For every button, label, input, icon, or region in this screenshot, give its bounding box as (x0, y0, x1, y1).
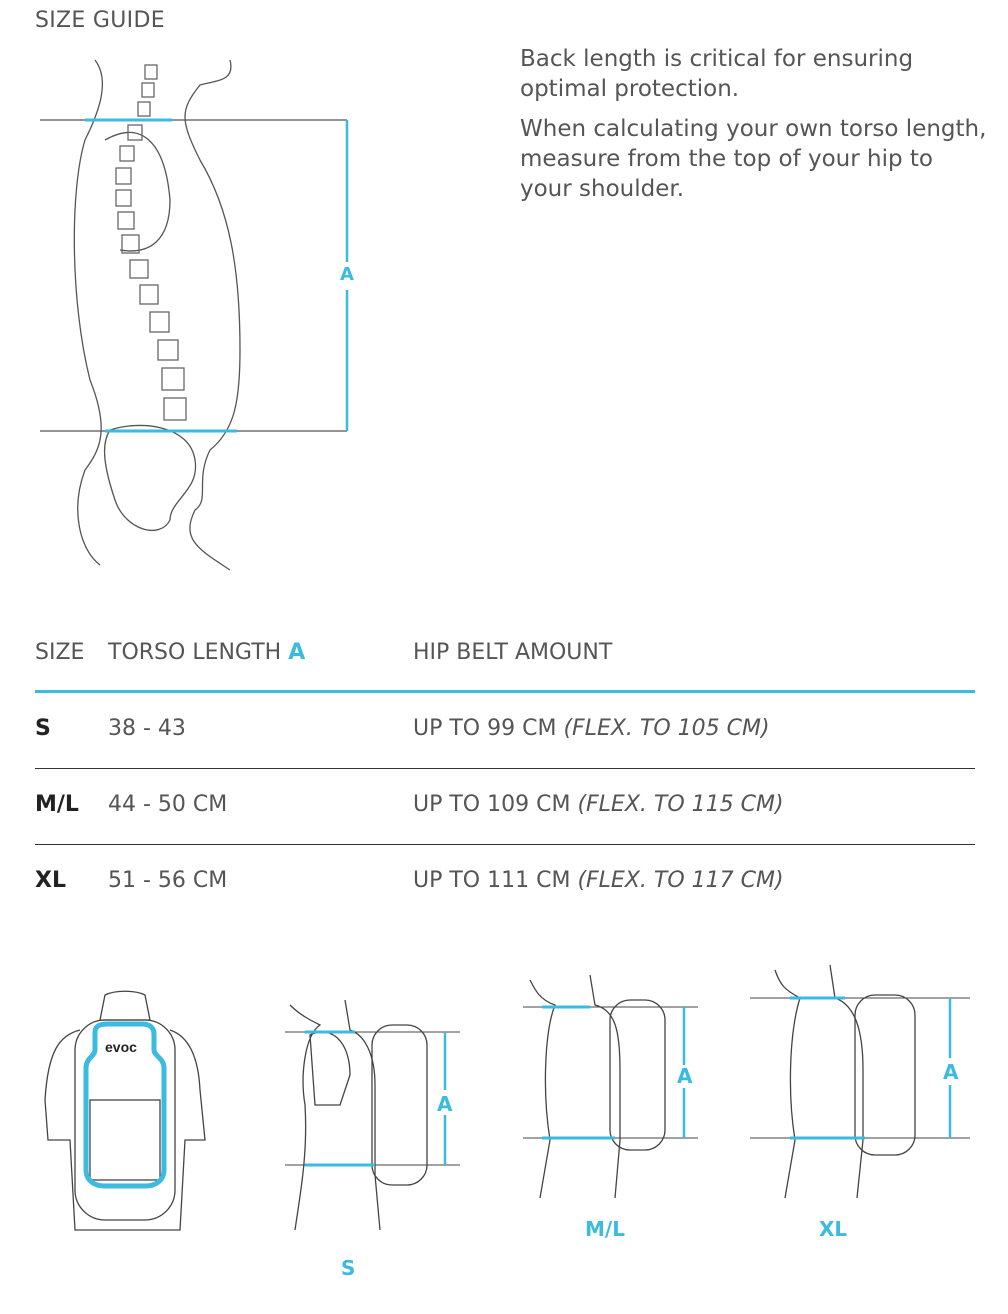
row-hip: UP TO 99 CM (FLEX. TO 105 CM) (413, 716, 770, 741)
row-divider (35, 844, 975, 845)
figure-ml-label: M/L (585, 1217, 625, 1241)
header-torso: TORSO LENGTH A (108, 640, 305, 665)
header-hip: HIP BELT AMOUNT (413, 640, 613, 665)
intro-text: Back length is critical for ensuring opt… (520, 44, 990, 214)
row-torso: 44 - 50 CM (108, 792, 228, 817)
figure-ml (523, 974, 698, 1199)
row-torso: 38 - 43 (108, 716, 186, 741)
spine-diagram (40, 59, 349, 571)
page-title: SIZE GUIDE (35, 8, 165, 33)
hip-value: UP TO 111 CM (413, 868, 571, 893)
row-size: S (35, 716, 51, 741)
row-size: XL (35, 868, 66, 893)
hip-flex: (FLEX. TO 105 CM) (563, 716, 770, 741)
figure-s-label: S (341, 1256, 356, 1280)
torso-marker: A (340, 264, 354, 285)
hip-flex: (FLEX. TO 117 CM) (577, 868, 784, 893)
figure-s (285, 999, 460, 1231)
header-torso-label: TORSO LENGTH (108, 640, 282, 665)
figure-ml-marker: A (677, 1064, 693, 1088)
header-size: SIZE (35, 640, 85, 665)
backpack-back-view: evoc (44, 990, 206, 1231)
row-torso: 51 - 56 CM (108, 868, 228, 893)
row-hip: UP TO 109 CM (FLEX. TO 115 CM) (413, 792, 784, 817)
intro-paragraph: Back length is critical for ensuring opt… (520, 46, 914, 102)
hip-value: UP TO 99 CM (413, 716, 557, 741)
figure-xl-marker: A (943, 1060, 959, 1084)
hip-flex: (FLEX. TO 115 CM) (577, 792, 784, 817)
header-divider (35, 690, 975, 693)
intro-paragraph: When calculating your own torso length, … (520, 116, 987, 202)
hip-value: UP TO 109 CM (413, 792, 571, 817)
row-divider (35, 768, 975, 769)
header-torso-marker: A (288, 640, 306, 665)
figure-s-marker: A (437, 1092, 453, 1116)
evoc-logo: evoc (105, 1039, 137, 1055)
figure-xl (750, 964, 970, 1199)
row-size: M/L (35, 792, 79, 817)
row-hip: UP TO 111 CM (FLEX. TO 117 CM) (413, 868, 784, 893)
figure-xl-label: XL (819, 1217, 848, 1241)
